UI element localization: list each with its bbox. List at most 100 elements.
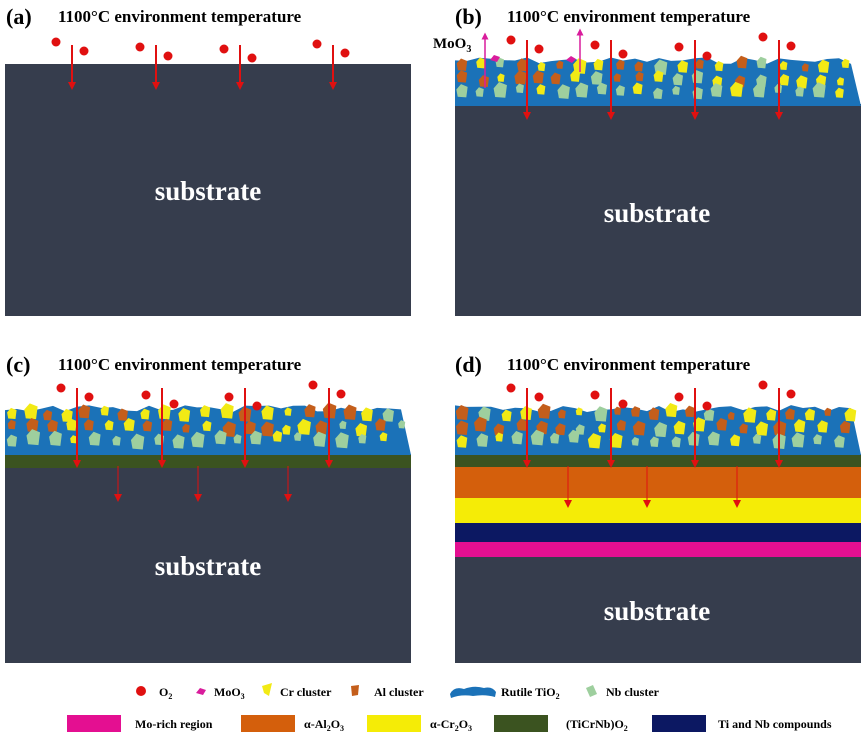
cr-cluster xyxy=(66,418,77,431)
panel-a: (a) 1100°C environment temperature subst… xyxy=(5,4,411,316)
oxygen-molecule xyxy=(135,42,145,52)
cr2o3-legend-swatch xyxy=(367,715,421,732)
cr-cluster xyxy=(536,84,546,95)
panel-b-letter: (b) xyxy=(455,4,482,29)
al-cluster xyxy=(516,58,528,72)
al-cluster xyxy=(343,404,357,420)
nb-cluster xyxy=(515,83,524,93)
oxygen-molecule xyxy=(674,392,684,402)
oxygen-molecule xyxy=(786,41,796,51)
cr-cluster xyxy=(7,407,17,420)
cr-cluster xyxy=(714,61,724,72)
oxygen-molecule xyxy=(219,44,229,54)
nb-cluster xyxy=(590,71,603,85)
panel-c-oxygen-arrows xyxy=(56,380,346,502)
nb-cluster xyxy=(575,82,589,98)
panel-a-letter: (a) xyxy=(6,4,32,29)
nb-cluster xyxy=(753,83,766,98)
cr-cluster xyxy=(593,58,604,71)
panel-c-substrate xyxy=(5,467,411,663)
al-cluster xyxy=(455,420,469,435)
al-cluster xyxy=(456,70,468,83)
al-cluster xyxy=(83,419,94,431)
al-cluster xyxy=(801,63,809,72)
cr-cluster xyxy=(575,407,583,416)
al-cluster xyxy=(634,61,644,72)
panel-c-oxide-scale xyxy=(5,402,411,455)
nb-cluster xyxy=(672,73,684,86)
cr-cluster xyxy=(495,432,504,442)
oxygen-legend-icon xyxy=(136,686,146,696)
panel-c: (c) 1100°C environment temperature subst… xyxy=(5,352,411,663)
cr-cluster xyxy=(609,432,623,449)
al-cluster xyxy=(555,423,566,436)
legend-cr-cluster-label: Cr cluster xyxy=(280,685,332,699)
nb-cluster xyxy=(550,432,560,444)
nb-cluster xyxy=(511,430,523,445)
oxygen-molecule xyxy=(702,51,712,61)
al-cluster xyxy=(26,417,39,433)
cr-cluster xyxy=(743,407,757,423)
al-cluster xyxy=(556,60,564,69)
oxygen-molecule xyxy=(618,49,628,59)
al-cluster xyxy=(648,407,660,421)
nb-cluster xyxy=(249,430,262,445)
nb-cluster xyxy=(530,429,545,446)
cr-cluster xyxy=(730,434,741,447)
al-cluster xyxy=(456,58,468,71)
nb-cluster xyxy=(214,430,227,445)
oxygen-molecule xyxy=(758,380,768,390)
cr-cluster-legend-icon xyxy=(262,683,272,696)
legend-cr2o3-label: α-Cr2O3 xyxy=(430,717,472,733)
nb-cluster xyxy=(649,436,659,447)
panel-c-substrate-label: substrate xyxy=(155,551,262,581)
panel-c-letter: (c) xyxy=(6,352,30,377)
panel-b-moo3-label: MoO3 xyxy=(433,36,471,55)
al-cluster xyxy=(117,408,128,421)
al-cluster xyxy=(261,421,274,437)
panel-d-title: 1100°C environment temperature xyxy=(507,355,751,374)
cr-cluster xyxy=(284,407,292,416)
nb-cluster xyxy=(672,85,680,95)
nb-cluster xyxy=(112,435,121,446)
oxygen-molecule xyxy=(506,383,516,393)
nb-cluster xyxy=(710,83,723,97)
al-cluster xyxy=(43,409,53,421)
nb-cluster xyxy=(475,87,484,97)
al-cluster xyxy=(727,411,735,420)
panel-d-al2o3-layer xyxy=(455,467,861,498)
nb-cluster xyxy=(130,433,145,450)
nb-cluster xyxy=(339,420,347,430)
nb-cluster xyxy=(756,56,767,69)
al-cluster xyxy=(455,405,469,420)
legend-al-cluster-label: Al cluster xyxy=(374,685,424,699)
nb-cluster xyxy=(493,82,507,98)
cr-cluster xyxy=(476,57,486,69)
panel-c-ticrnbo2-layer xyxy=(5,454,411,468)
oxygen-molecule xyxy=(163,51,173,61)
cr-cluster xyxy=(766,408,777,421)
cr-cluster xyxy=(456,435,468,448)
nb-cluster xyxy=(671,436,681,448)
al-cluster xyxy=(142,420,153,432)
nb-cluster xyxy=(707,431,720,446)
cr-cluster xyxy=(730,81,743,97)
nb-cluster xyxy=(398,420,406,429)
oxygen-molecule xyxy=(674,42,684,52)
rutile-tio2-legend-icon xyxy=(450,686,496,698)
panel-d: (d) 1100°C environment temperature subst… xyxy=(455,352,861,663)
oxygen-molecule xyxy=(534,392,544,402)
oxygen-molecule xyxy=(590,40,600,50)
oxygen-molecule xyxy=(786,389,796,399)
al2o3-legend-swatch xyxy=(241,715,295,732)
cr-cluster xyxy=(70,435,78,444)
panel-b-oxide-scale xyxy=(455,55,861,106)
cr-cluster xyxy=(804,408,816,421)
ti-nb-compounds-legend-swatch xyxy=(652,715,706,732)
cr-cluster xyxy=(501,409,512,422)
panel-c-title: 1100°C environment temperature xyxy=(58,355,302,374)
legend-mo-rich-label: Mo-rich region xyxy=(135,717,213,731)
oxygen-molecule xyxy=(169,399,179,409)
al-cluster xyxy=(474,416,487,432)
